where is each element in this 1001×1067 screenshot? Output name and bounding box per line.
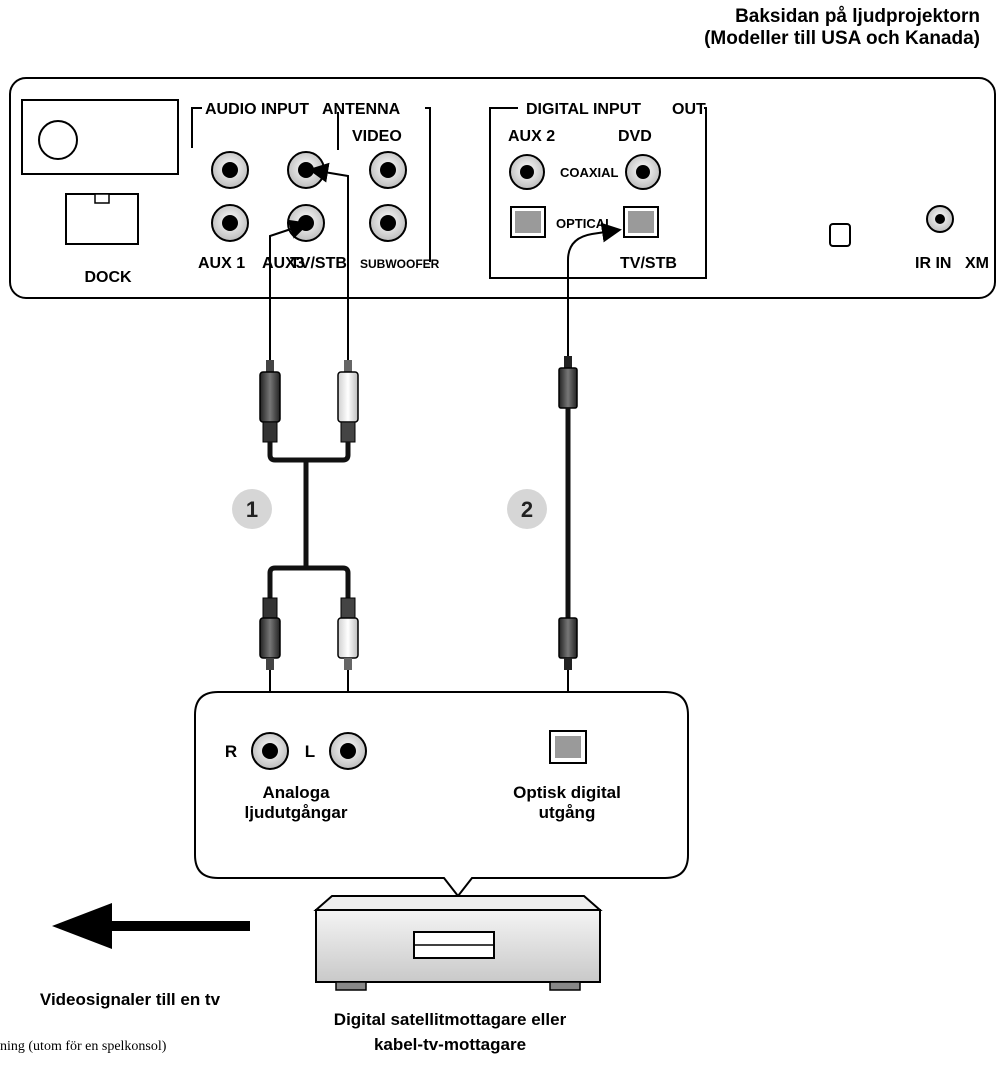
dvd-label: DVD: [618, 128, 652, 145]
dock-label: DOCK: [84, 269, 132, 286]
video-signals-label: Videosignaler till en tv: [40, 990, 221, 1009]
subwoofer-label: SUBWOOFER: [360, 257, 440, 271]
power-socket-icon: [38, 120, 78, 160]
rca-plug-red-bottom: [259, 597, 281, 670]
jack-tvstb-r: [287, 204, 325, 242]
r-label: R: [225, 742, 237, 761]
optical-output-line-2: utgång: [539, 803, 596, 822]
ir-in-label: IR IN: [915, 255, 951, 272]
receiver-device: [313, 895, 603, 991]
tvstb-digital-label: TV/STB: [620, 255, 677, 272]
rca-plug-white-top: [337, 360, 359, 443]
optical-label: OPTICAL: [556, 216, 613, 231]
audio-jacks: [211, 151, 407, 242]
wire-to-tvstb-l: [308, 162, 349, 360]
left-arrow-icon: [52, 903, 112, 949]
cable-2-badge: [507, 489, 547, 529]
xm-label: XM: [965, 255, 989, 272]
jack-tvstb-l: [287, 151, 325, 189]
wire-to-tvstb-r: [269, 219, 310, 360]
tvstb-audio-label: TV/STB: [290, 255, 347, 272]
analog-rca-cable: 1: [232, 162, 359, 732]
optical-port-aux2: [510, 206, 546, 238]
device-callout: R L Analoga ljudutgångar Optisk digital …: [194, 691, 689, 898]
cable-1-badge: [232, 489, 272, 529]
optical-cable: 2: [507, 222, 622, 732]
aux3-label: AUX3: [262, 255, 305, 272]
device-optical-port: [549, 730, 587, 764]
optical-port-tvstb: [623, 206, 659, 238]
coaxial-label: COAXIAL: [560, 165, 619, 180]
jack-aux1-l: [211, 151, 249, 189]
rear-panel: DOCK AUDIO INPUT ANTENNA VIDEO: [9, 77, 996, 299]
video-label: VIDEO: [352, 128, 402, 145]
optical-output-line-1: Optisk digital: [513, 783, 621, 802]
video-note: ning (utom för en spelkonsol): [0, 1039, 167, 1054]
l-label: L: [305, 742, 315, 761]
device-name-line-2: kabel-tv-mottagare: [374, 1035, 526, 1054]
aux1-label: AUX 1: [198, 255, 245, 272]
ir-in-jack: [926, 205, 954, 233]
cable-1-number: 1: [246, 497, 258, 522]
optical-plug-top: [558, 356, 578, 409]
analog-outputs-line-1: Analoga: [262, 783, 330, 802]
audio-input-label: AUDIO INPUT: [205, 101, 309, 118]
device-jack-l: [329, 732, 367, 770]
video-signal-arrow: [52, 903, 250, 949]
jack-aux1-r: [211, 204, 249, 242]
antenna-label: ANTENNA: [322, 101, 401, 118]
out-label: OUT: [672, 101, 706, 118]
analog-outputs-line-2: ljudutgångar: [245, 803, 348, 822]
device-jack-r: [251, 732, 289, 770]
jack-coaxial-dvd: [625, 154, 661, 190]
device-name-line-1: Digital satellitmottagare eller: [334, 1010, 567, 1029]
title-line-1: Baksidan på ljudprojektorn: [735, 6, 980, 27]
rca-plug-white-bottom: [337, 597, 359, 670]
digital-input-box: [489, 107, 707, 279]
digital-input-label: DIGITAL INPUT: [526, 101, 641, 118]
rca-plug-red-top: [259, 360, 281, 443]
optical-plug-bottom: [558, 617, 578, 670]
jack-subwoofer: [369, 204, 407, 242]
jack-video: [369, 151, 407, 189]
title-line-2: (Modeller till USA och Kanada): [704, 28, 980, 49]
aux2-label: AUX 2: [508, 128, 555, 145]
jack-coaxial-aux2: [509, 154, 545, 190]
usb-port-icon: [829, 223, 851, 247]
cable-2-number: 2: [521, 497, 533, 522]
